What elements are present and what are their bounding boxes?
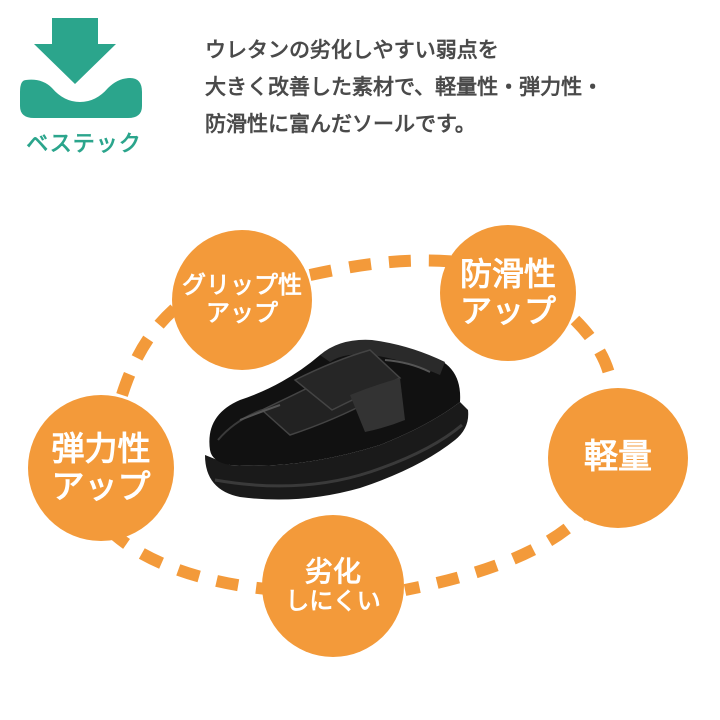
feature-elasticity-badge: 弾力性 アップ <box>28 395 174 541</box>
feature-degradation-line-2: しにくい <box>285 587 381 616</box>
feature-elasticity-line-1: 弾力性 <box>51 429 151 469</box>
feature-lightweight-badge: 軽量 <box>548 388 688 528</box>
bestec-logo: ベステック <box>12 14 152 157</box>
description-line-1: ウレタンの劣化しやすい弱点を <box>205 38 499 62</box>
feature-degradation-line-1: 劣化 <box>304 555 361 589</box>
feature-anti-slip-line-2: アップ <box>459 292 556 330</box>
description: ウレタンの劣化しやすい弱点を 大きく改善した素材で、軽量性・弾力性・ 防滑性に富… <box>205 32 705 143</box>
description-line-3: 防滑性に富んだソールです。 <box>205 112 476 136</box>
feature-degradation-badge: 劣化 しにくい <box>262 515 404 657</box>
logo-label: ベステック <box>26 132 142 157</box>
feature-elasticity-line-2: アップ <box>51 467 151 506</box>
feature-anti-slip-line-1: 防滑性 <box>459 255 556 294</box>
description-line-2: 大きく改善した素材で、軽量性・弾力性・ <box>205 75 604 99</box>
feature-anti-slip-badge: 防滑性 アップ <box>440 225 576 361</box>
feature-grip-badge: グリップ性 アップ <box>172 230 312 370</box>
feature-grip-line-2: アップ <box>206 299 278 327</box>
feature-lightweight-line-1: 軽量 <box>584 437 652 478</box>
download-arrow-cushion-icon <box>20 18 142 118</box>
feature-grip-line-1: グリップ性 <box>182 271 302 300</box>
